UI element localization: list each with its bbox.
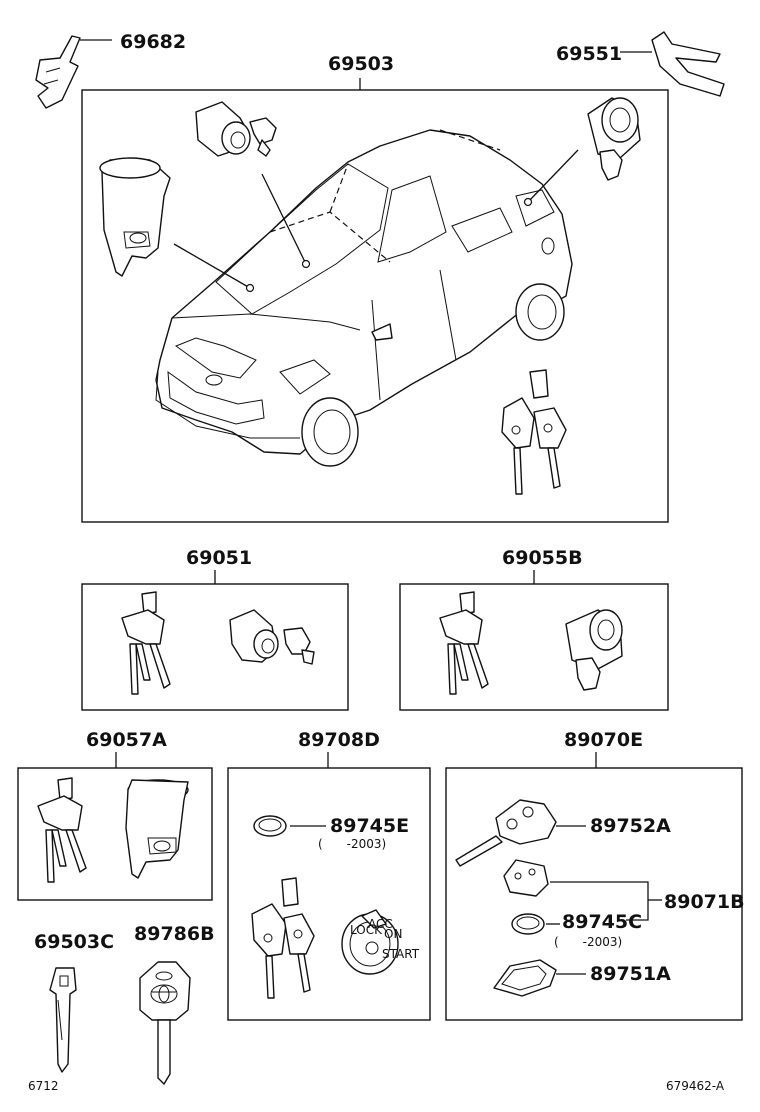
assembly-box-69055B bbox=[399, 583, 669, 711]
part-number-89752A: 89752A bbox=[590, 815, 671, 837]
back-door-lock-cylinder bbox=[587, 97, 641, 181]
pointer-dot bbox=[523, 197, 533, 207]
diagram-id: 679462-A bbox=[666, 1079, 725, 1093]
part-number-69503C: 69503C bbox=[34, 931, 114, 953]
ignition-switch: LOCK ACC ON START bbox=[341, 909, 420, 975]
assembly-box-89708D bbox=[227, 767, 431, 1021]
key-set-69055B bbox=[439, 591, 489, 695]
part-number-69057A: 69057A bbox=[86, 729, 167, 751]
hidden-line-roof bbox=[269, 129, 501, 263]
steering-lock-housing-69057A bbox=[125, 779, 189, 879]
part-number-89070E: 89070E bbox=[564, 729, 643, 751]
part-number-89745C: 89745C bbox=[562, 911, 642, 933]
ignition-mark-acc: ACC bbox=[368, 917, 393, 931]
back-door-cylinder-69055B bbox=[565, 609, 623, 691]
key-set-69057A bbox=[37, 777, 87, 883]
part-number-89786B: 89786B bbox=[134, 923, 215, 945]
assembly-box-69057A bbox=[17, 767, 213, 901]
key-set-main bbox=[501, 369, 567, 495]
ignition-mark-lock: LOCK bbox=[350, 923, 383, 937]
date-range-note-89745E: ( -2003) bbox=[318, 837, 386, 851]
assembly-box-69051 bbox=[81, 583, 349, 711]
leader-89071B-top bbox=[550, 881, 649, 921]
door-lock-cylinder bbox=[195, 101, 277, 157]
ignition-mark-on: ON bbox=[384, 927, 402, 941]
assembly-box-89070E bbox=[445, 767, 743, 1021]
transmitter-module bbox=[503, 859, 549, 897]
key-set-89708D bbox=[251, 877, 315, 999]
part-number-89708D: 89708D bbox=[298, 729, 380, 751]
transponder-key-89786B bbox=[139, 961, 191, 1085]
battery-89745C bbox=[511, 913, 545, 935]
part-number-69551: 69551 bbox=[556, 43, 622, 65]
part-number-89071B: 89071B bbox=[664, 891, 745, 913]
part-number-69051: 69051 bbox=[186, 547, 252, 569]
key-blade-89752A bbox=[455, 799, 557, 867]
door-lock-cylinder-69051 bbox=[229, 609, 315, 665]
steering-lock-housing bbox=[99, 157, 171, 277]
leader-back-door-cylinder bbox=[527, 149, 579, 203]
footer-code: 6712 bbox=[28, 1079, 59, 1093]
part-number-69055B: 69055B bbox=[502, 547, 583, 569]
part-number-89751A: 89751A bbox=[590, 963, 671, 985]
bracket-69682 bbox=[35, 35, 81, 109]
leader-door-cylinder bbox=[261, 173, 307, 265]
key-blank-69503C bbox=[49, 967, 77, 1073]
battery-89745E bbox=[253, 815, 287, 837]
pointer-dot bbox=[245, 283, 255, 293]
date-range-note-89745C: ( -2003) bbox=[554, 935, 622, 949]
bracket-69551 bbox=[651, 31, 725, 97]
part-number-69503: 69503 bbox=[328, 53, 394, 75]
part-number-69682: 69682 bbox=[120, 31, 186, 53]
leader-steering-housing bbox=[173, 243, 251, 289]
pointer-dot bbox=[301, 259, 311, 269]
assembly-box-69503 bbox=[81, 89, 669, 523]
key-cover-89751A bbox=[493, 959, 557, 997]
car-outline bbox=[155, 129, 573, 467]
key-set-69051 bbox=[121, 591, 171, 695]
ignition-mark-start: START bbox=[382, 947, 420, 961]
part-number-89745E: 89745E bbox=[330, 815, 409, 837]
